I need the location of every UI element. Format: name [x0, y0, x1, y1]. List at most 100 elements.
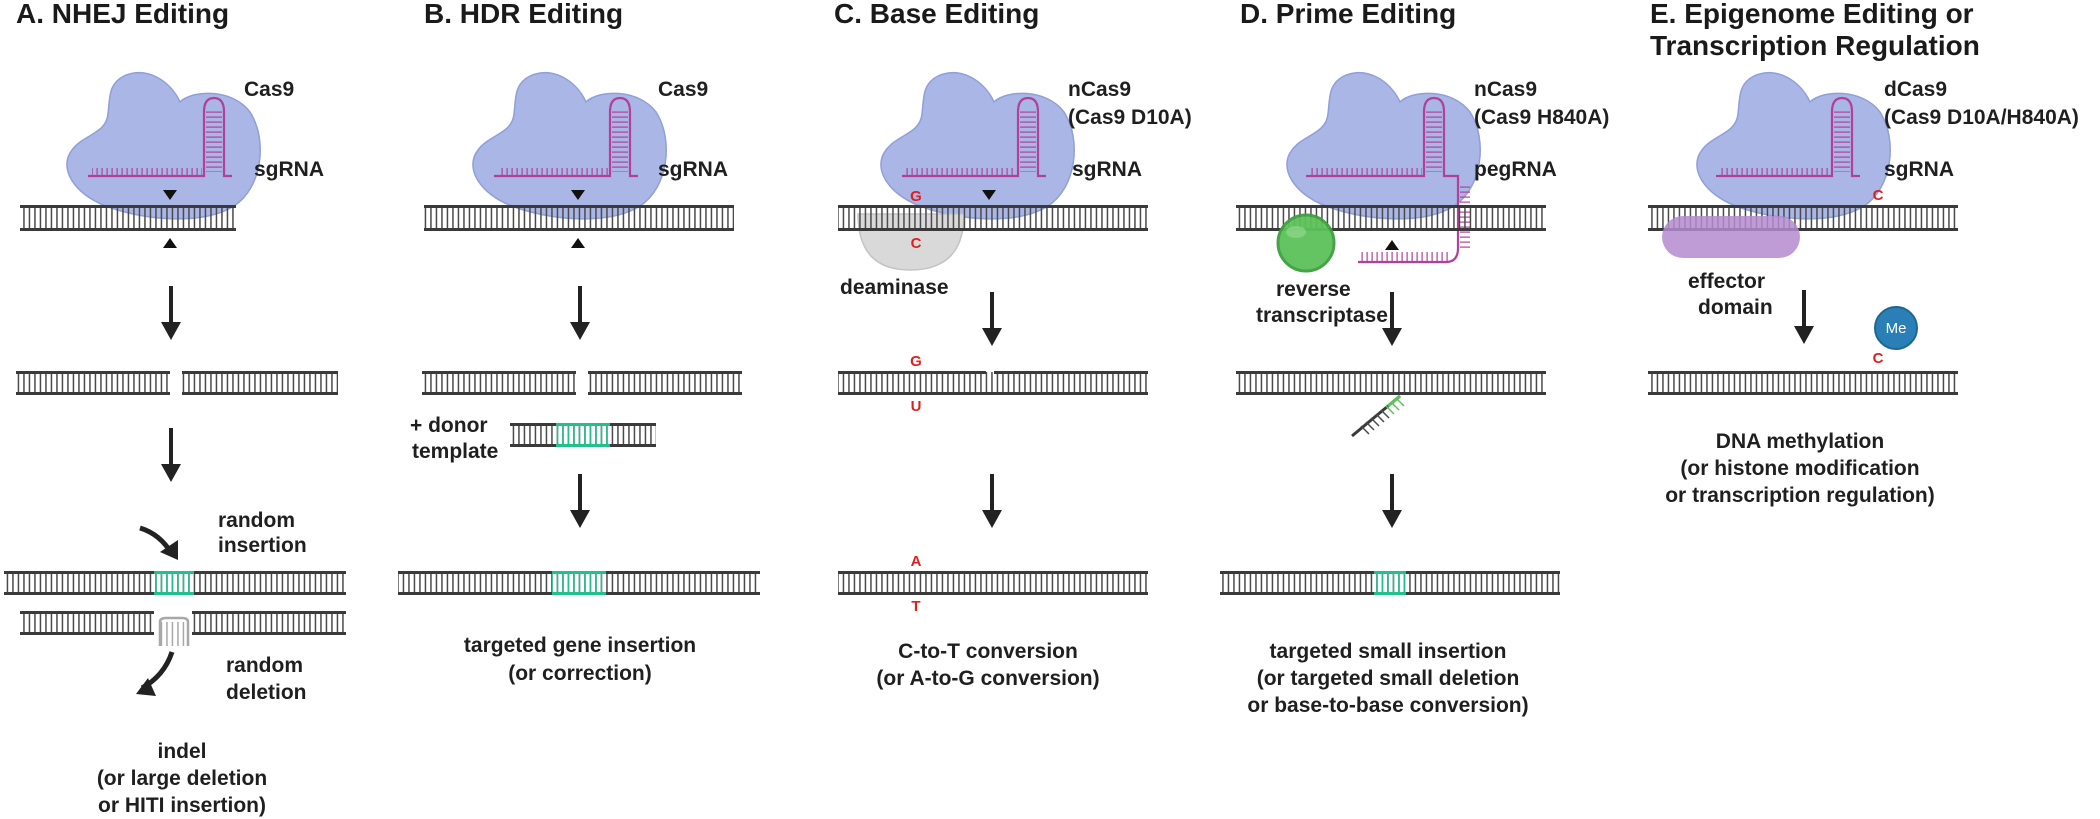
- dna-with-insertion: [1220, 571, 1560, 595]
- deletion-label-1: random: [226, 654, 303, 677]
- nCas9-label-2: (Cas9 H840A): [1474, 106, 1609, 129]
- effector-domain: [1662, 216, 1800, 258]
- dcas9-protein: [1696, 71, 1891, 220]
- base-a: A: [911, 553, 922, 570]
- base-c: C: [1873, 187, 1884, 204]
- dna-duplex: [424, 205, 734, 231]
- methyl-group-icon: [1874, 306, 1918, 350]
- caption-line-1: targeted small insertion: [1270, 640, 1507, 663]
- cut-dna-left: [16, 371, 170, 395]
- caption-line-2: (or A-to-G conversion): [876, 667, 1099, 690]
- down-arrow: [1382, 292, 1402, 346]
- cut-dna-left: [422, 371, 576, 395]
- sgrna-strand: [1716, 96, 1860, 178]
- donor-template-dna: [510, 423, 656, 447]
- panel-b-title: B. HDR Editing: [424, 0, 623, 29]
- cas9-protein: [1286, 71, 1481, 220]
- methylated-dna: [1648, 371, 1958, 395]
- rt-label-2: transcriptase: [1256, 304, 1388, 327]
- down-arrow: [982, 292, 1002, 346]
- cut-dna-right: [588, 371, 742, 395]
- nCas9-label-1: nCas9: [1474, 78, 1537, 101]
- dcas9-label-1: dCas9: [1884, 78, 1947, 101]
- reverse-transcriptase: [1276, 213, 1336, 273]
- panel-c-title: C. Base Editing: [834, 0, 1039, 29]
- dna-duplex: [838, 205, 1148, 231]
- sgrna-label: sgRNA: [658, 158, 728, 181]
- insertion-label-1: random: [218, 509, 295, 532]
- dna-with-insertion: [398, 571, 760, 595]
- dcas9-label-2: (Cas9 D10A/H840A): [1884, 106, 2079, 129]
- down-arrow: [1794, 290, 1814, 344]
- effector-label-2: domain: [1698, 296, 1773, 319]
- cut-dna-right: [182, 371, 338, 395]
- curved-arrow-head: [160, 540, 178, 560]
- cas9-label: Cas9: [244, 78, 294, 101]
- pegrna-label: pegRNA: [1474, 158, 1557, 181]
- panel-e-epigenome: E. Epigenome Editing or Transcription Re…: [1648, 0, 2079, 507]
- caption-line-1: DNA methylation: [1716, 430, 1884, 453]
- dna-with-deletion: [20, 611, 346, 646]
- panel-c-base: C. Base Editing nCas9 (Cas9 D10A) sgRNA …: [834, 0, 1192, 690]
- dna-with-insertion: [4, 571, 346, 595]
- insertion-label-2: insertion: [218, 534, 307, 557]
- rt-label-1: reverse: [1276, 278, 1351, 301]
- cut-site-arrowhead: [163, 238, 177, 248]
- flap-dna: [1236, 371, 1546, 438]
- panel-a-title: A. NHEJ Editing: [16, 0, 229, 29]
- panel-d-prime: D. Prime Editing nCas9 (Cas9 H840A) pegR…: [1220, 0, 1609, 717]
- down-arrow: [982, 474, 1002, 528]
- sgrna-label: sgRNA: [254, 158, 324, 181]
- sgrna-strand: [902, 96, 1046, 178]
- panel-a-nhej: A. NHEJ Editing Cas9 sgRNA: [4, 0, 346, 817]
- deletion-label-2: deletion: [226, 681, 307, 704]
- caption-line-2: (or large deletion: [97, 767, 267, 790]
- base-g: G: [910, 353, 922, 370]
- base-u: U: [911, 398, 922, 415]
- cut-site-arrowhead: [571, 190, 585, 200]
- caption-line-3: or base-to-base conversion): [1247, 694, 1528, 717]
- dna-duplex: [20, 205, 236, 231]
- donor-label-1: + donor: [410, 414, 488, 437]
- panel-d-title: D. Prime Editing: [1240, 0, 1456, 29]
- cas9-protein: [66, 71, 261, 220]
- sgrna-strand: [88, 96, 232, 178]
- cas9-label: Cas9: [658, 78, 708, 101]
- panel-e-title-1: E. Epigenome Editing or: [1650, 0, 1974, 29]
- down-arrow: [1382, 474, 1402, 528]
- deaminase-label: deaminase: [840, 276, 949, 299]
- down-arrow: [570, 474, 590, 528]
- caption-line-2: (or correction): [508, 662, 652, 685]
- panel-e-title-2: Transcription Regulation: [1650, 30, 1980, 61]
- base-c: C: [1873, 350, 1884, 367]
- caption-line-1: targeted gene insertion: [464, 634, 696, 657]
- caption-line-2: (or histone modification: [1680, 457, 1919, 480]
- panel-b-hdr: B. HDR Editing Cas9 sgRNA: [398, 0, 760, 685]
- cut-site-arrowhead: [571, 238, 585, 248]
- down-arrow: [161, 286, 181, 340]
- cut-site-arrowhead: [163, 190, 177, 200]
- donor-label-2: template: [412, 440, 498, 463]
- base-t: T: [911, 598, 920, 615]
- curved-arrow-head: [136, 678, 156, 696]
- caption-line-2: (or targeted small deletion: [1257, 667, 1520, 690]
- caption-line-3: or HITI insertion): [98, 794, 266, 817]
- down-arrow: [570, 286, 590, 340]
- base-c: C: [911, 235, 922, 252]
- caption-line-3: or transcription regulation): [1665, 484, 1935, 507]
- methyl-label: Me: [1886, 320, 1907, 337]
- nick-site-arrowhead: [1385, 240, 1399, 250]
- sgrna-strand: [494, 96, 638, 178]
- edited-dna: [838, 571, 1148, 595]
- nCas9-label-2: (Cas9 D10A): [1068, 106, 1192, 129]
- sgrna-label: sgRNA: [1884, 158, 1954, 181]
- caption-line-1: indel: [157, 740, 206, 763]
- base-g: G: [910, 188, 922, 205]
- down-arrow: [161, 428, 181, 482]
- effector-label-1: effector: [1688, 270, 1765, 293]
- sgrna-label: sgRNA: [1072, 158, 1142, 181]
- nCas9-label-1: nCas9: [1068, 78, 1131, 101]
- nicked-dna: [838, 371, 1148, 395]
- caption-line-1: C-to-T conversion: [898, 640, 1078, 663]
